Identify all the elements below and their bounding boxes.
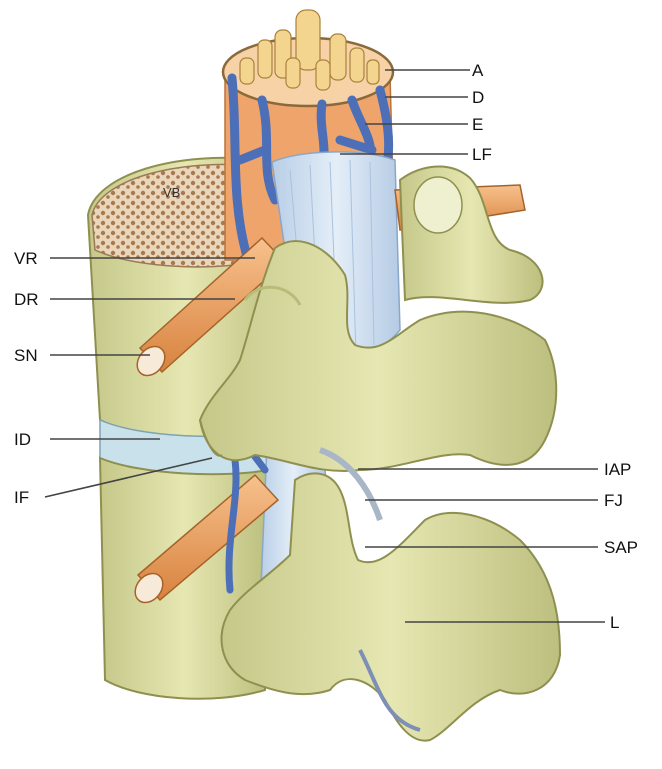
label-sap: SAP <box>604 538 638 557</box>
label-dr: DR <box>14 290 39 309</box>
upper-transverse-process <box>395 166 543 302</box>
label-if: IF <box>14 488 29 507</box>
label-iap: IAP <box>604 460 631 479</box>
label-lf: LF <box>472 145 492 164</box>
label-vb: VB <box>163 185 180 200</box>
label-a: A <box>472 61 484 80</box>
label-e: E <box>472 115 483 134</box>
label-fj: FJ <box>604 491 623 510</box>
label-d: D <box>472 88 484 107</box>
label-sn: SN <box>14 346 38 365</box>
label-l: L <box>610 613 619 632</box>
label-id: ID <box>14 430 31 449</box>
label-vr: VR <box>14 249 38 268</box>
